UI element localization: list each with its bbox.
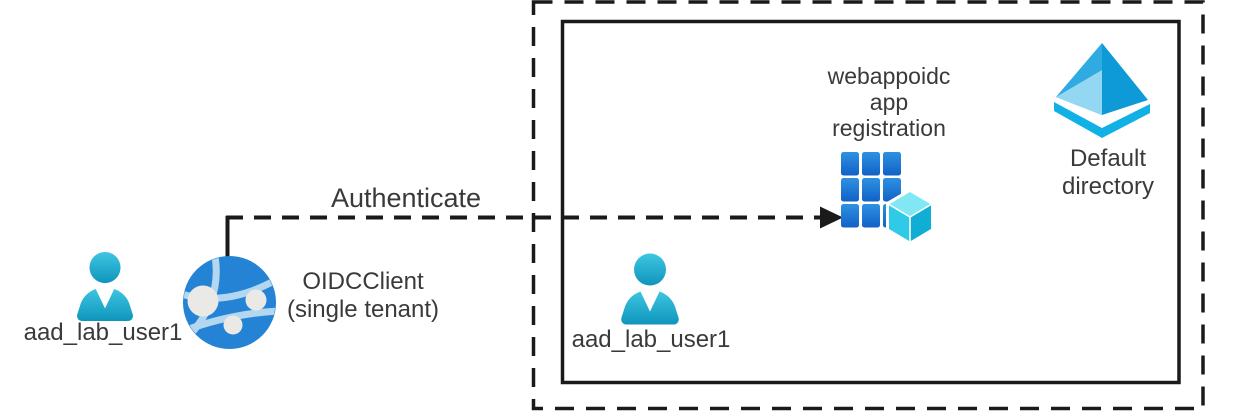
directory-label-directory: directory [1061,173,1155,201]
globe-network-icon [183,256,276,349]
pyramid-directory-icon [1054,43,1150,138]
external-user-label: aad_lab_user1 [23,319,183,346]
app-grid-cube-icon [841,152,934,245]
tenant-boundary-dashed-box [531,0,1205,411]
oidc-client-tenancy: (single tenant) [286,296,440,324]
directory-label: Default directory [1062,145,1154,202]
app-registration-label: webappoidc app registration [828,63,951,141]
app-registration-word-registration: registration [832,114,946,141]
authenticate-arrowhead [820,206,843,229]
oidc-client-name: OIDCClient [302,268,424,295]
user-icon [77,252,133,321]
app-grid [841,152,901,228]
app-registration-name: webappoidc [827,63,951,89]
oidc-client-label: OIDCClient (single tenant) [287,268,439,325]
user-icon [621,253,679,325]
app-registration-word-app: app [869,88,909,115]
tenant-inner-box [560,19,1181,385]
directory-label-default: Default [1069,145,1147,172]
tenant-user-label: aad_lab_user1 [571,326,731,353]
cube [886,188,934,245]
authenticate-label: Authenticate [330,183,482,213]
